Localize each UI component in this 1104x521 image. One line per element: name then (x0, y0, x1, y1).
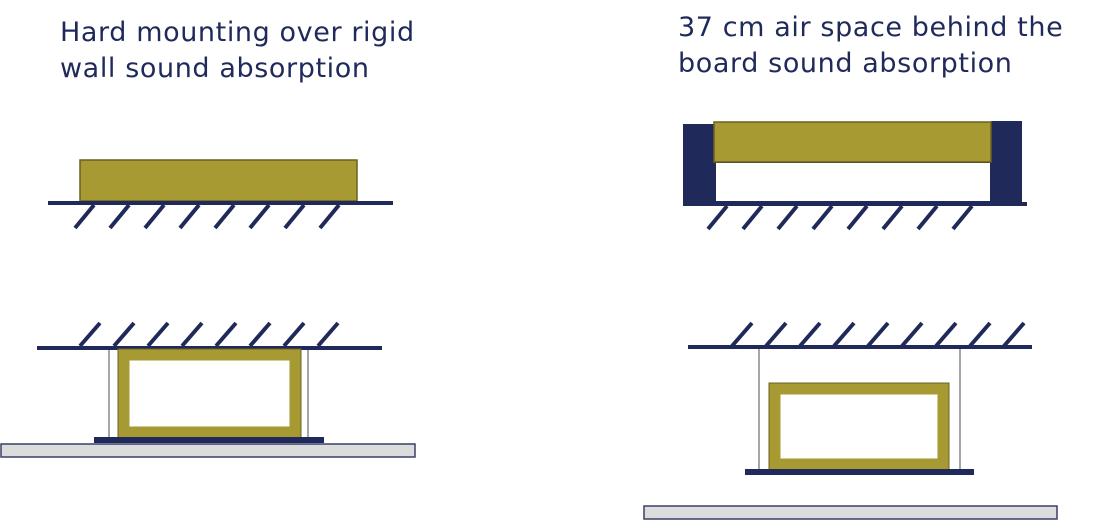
left-spacer (683, 124, 715, 204)
caption-line-1: 37 cm air space behind the (678, 12, 1064, 43)
right-spacer (991, 121, 1022, 204)
caption-line-1: Hard mounting over rigid (60, 17, 415, 48)
wall-hatching (73, 203, 341, 230)
wall-hatching (706, 204, 974, 231)
absorber-board (713, 121, 992, 163)
hard-mount-wall-diagram (48, 159, 393, 230)
ceiling-hatching (730, 321, 1026, 348)
caption-line-2: wall sound absorption (60, 53, 370, 84)
absorber-board (79, 159, 358, 202)
ceiling-panel (0, 443, 416, 458)
absorber-frame (118, 349, 301, 438)
air-space-wall-diagram (683, 121, 1027, 231)
support-bar (745, 469, 974, 475)
ceiling-hatching (78, 321, 340, 348)
air-cavity (714, 161, 992, 203)
suspended-ceiling-low-diagram (0, 321, 416, 458)
caption-line-2: board sound absorption (678, 48, 1013, 79)
support-bar (94, 437, 324, 443)
ceiling-panel (643, 505, 1058, 520)
suspended-ceiling-airgap-diagram (643, 321, 1058, 520)
caption-air-space: 37 cm air space behind the board sound a… (678, 10, 1063, 82)
absorber-frame (769, 383, 949, 470)
caption-hard-mounting: Hard mounting over rigid wall sound abso… (60, 15, 415, 87)
